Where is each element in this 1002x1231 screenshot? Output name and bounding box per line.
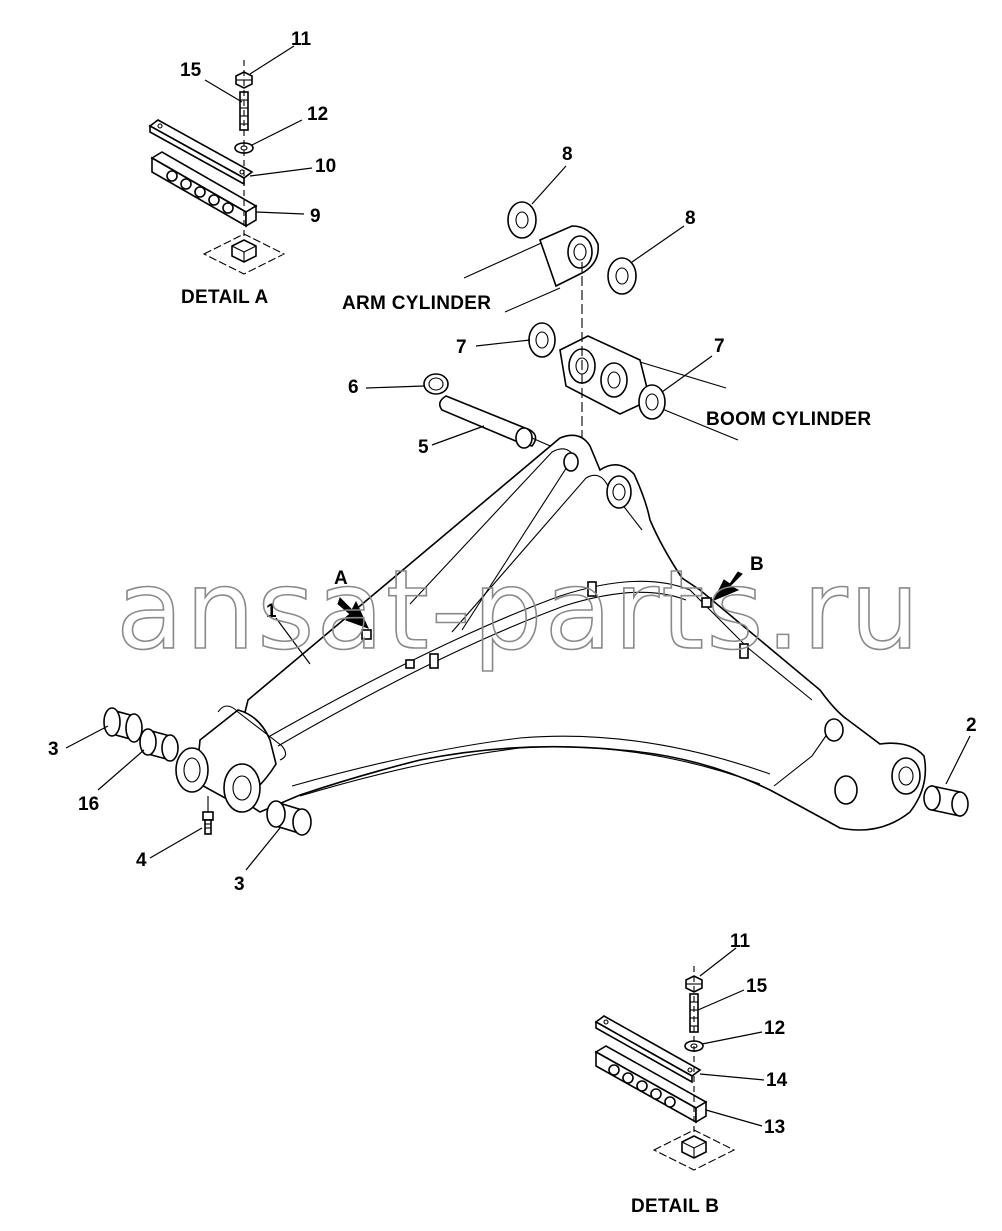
detail-b-caption: DETAIL B xyxy=(631,1196,719,1217)
view-a-label: A xyxy=(334,568,348,589)
detail-a-assembly xyxy=(148,60,286,275)
cylinder-assembly xyxy=(423,201,739,453)
callout-part-13: 13 xyxy=(764,1117,785,1138)
callout-part-8-right: 8 xyxy=(685,208,696,229)
callout-part-8-left: 8 xyxy=(562,144,573,165)
watermark-text: ansat-parts.ru xyxy=(116,546,921,674)
callout-part-1: 1 xyxy=(266,601,277,622)
boom-cylinder-label: BOOM CYLINDER xyxy=(706,409,871,430)
callout-part-6: 6 xyxy=(348,377,359,398)
bushings xyxy=(103,707,969,836)
callout-part-4: 4 xyxy=(136,850,147,871)
callout-part-3-bottom: 3 xyxy=(234,874,245,895)
callout-part-3-top: 3 xyxy=(48,739,59,760)
view-b-label: B xyxy=(750,554,764,575)
callout-part-2: 2 xyxy=(966,715,977,736)
arm-cylinder-label: ARM CYLINDER xyxy=(342,293,491,314)
callout-part-11-a: 11 xyxy=(291,29,312,50)
view-a-arrow xyxy=(337,597,369,629)
callout-part-14: 14 xyxy=(766,1070,788,1091)
callout-part-15-b: 15 xyxy=(746,976,768,997)
callout-part-10: 10 xyxy=(315,156,336,177)
callout-part-5: 5 xyxy=(418,437,429,458)
callout-part-12-a: 12 xyxy=(307,104,328,125)
callout-part-9: 9 xyxy=(310,206,321,227)
callout-part-7-right: 7 xyxy=(714,336,725,357)
callout-part-15-a: 15 xyxy=(180,60,202,81)
detail-b-assembly xyxy=(594,966,736,1171)
detail-a-caption: DETAIL A xyxy=(181,287,269,308)
callout-part-11-b: 11 xyxy=(730,931,751,952)
callout-part-12-b: 12 xyxy=(764,1018,785,1039)
callout-part-16: 16 xyxy=(78,794,99,815)
view-b-arrow xyxy=(712,571,743,601)
callout-part-7-left: 7 xyxy=(456,337,467,358)
boom-assembly xyxy=(175,434,927,835)
